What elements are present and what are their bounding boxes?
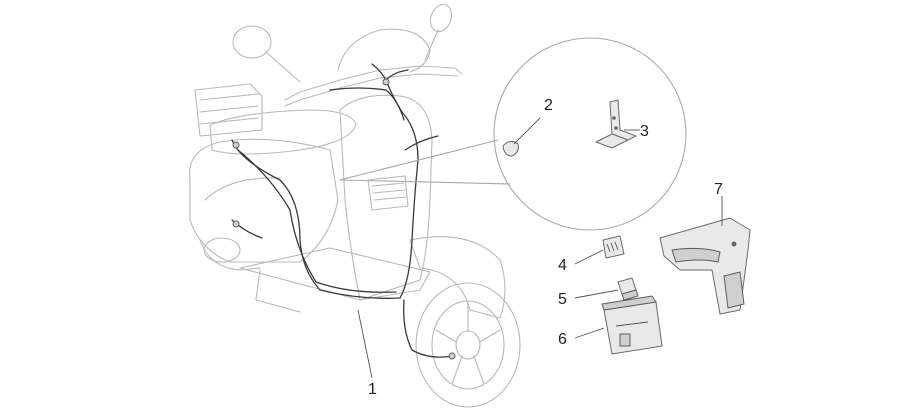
front-fender [409, 236, 506, 319]
right-mirror [429, 3, 453, 33]
part-7-cover [659, 196, 751, 315]
floorboard [239, 247, 431, 301]
callout-2: 2 [544, 97, 553, 114]
part-6-fusebox [574, 295, 663, 355]
rear-body [189, 138, 339, 263]
left-mirror [232, 25, 272, 59]
part-5-fuse [574, 277, 639, 301]
rear-rack [194, 83, 263, 137]
part-1-leader [357, 309, 373, 379]
callout-6: 6 [558, 331, 567, 348]
callout-3: 3 [640, 123, 649, 140]
front-wheel [415, 282, 521, 408]
part-2-clip [502, 117, 541, 157]
scooter-outline [189, 3, 521, 408]
leg-shield [339, 94, 433, 301]
part-4-connector [574, 235, 625, 265]
callout-4: 4 [558, 257, 567, 274]
windshield [337, 28, 431, 73]
wiring-harness [231, 63, 456, 360]
callout-1: 1 [368, 381, 377, 398]
handlebar [284, 65, 463, 101]
tail-light [203, 237, 241, 263]
callout-5: 5 [558, 291, 567, 308]
seat [209, 109, 357, 155]
part-3-bracket [595, 99, 640, 149]
detail-magnifier [339, 37, 687, 231]
callout-7: 7 [714, 181, 723, 198]
